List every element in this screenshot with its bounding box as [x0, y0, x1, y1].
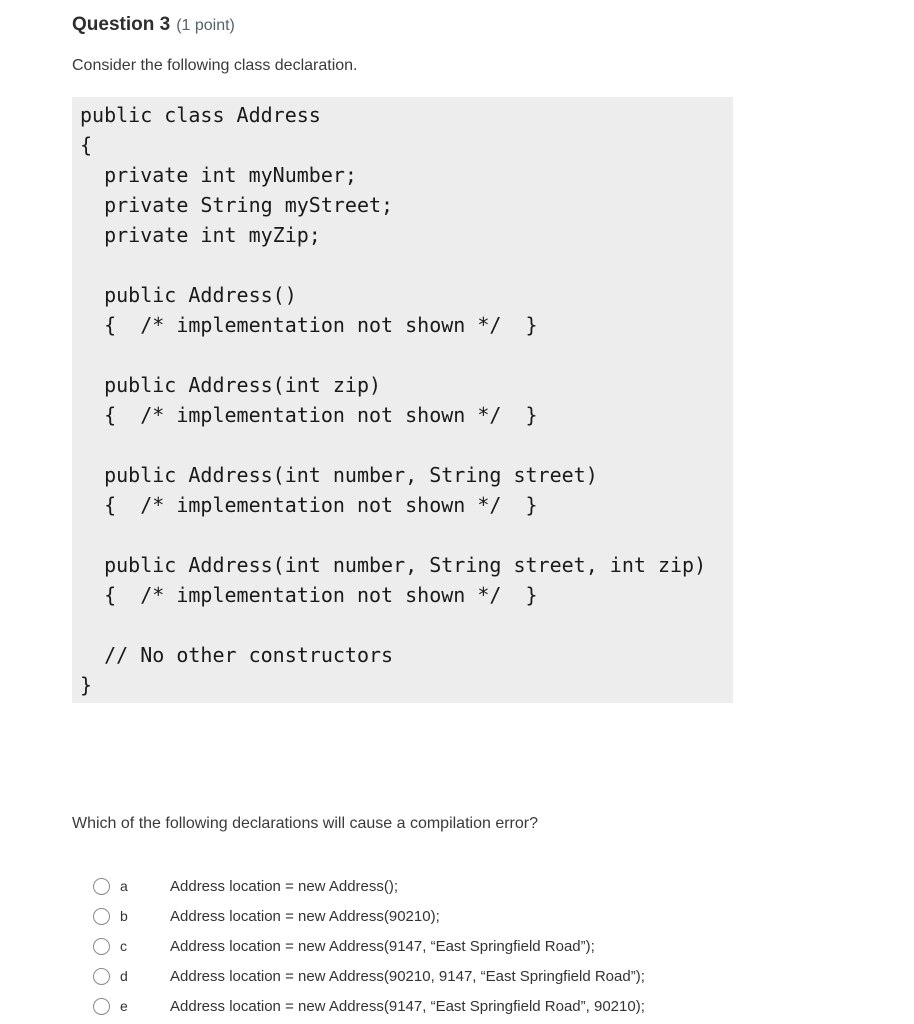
radio-button[interactable]: [93, 937, 110, 955]
question-header: Question 3 (1 point): [72, 14, 914, 36]
option-text: Address location = new Address();: [170, 877, 399, 895]
option-letter: c: [120, 938, 127, 954]
option-text: Address location = new Address(9147, “Ea…: [170, 997, 645, 1015]
option-letter: e: [120, 998, 128, 1014]
option-letter: d: [120, 968, 128, 984]
answer-option-d[interactable]: d Address location = new Address(90210, …: [72, 961, 914, 991]
radio-button[interactable]: [93, 877, 110, 895]
radio-button[interactable]: [93, 967, 110, 985]
question-title: Question 3: [72, 14, 171, 35]
answer-option-a[interactable]: a Address location = new Address();: [72, 871, 914, 901]
answer-option-b[interactable]: b Address location = new Address(90210);: [72, 901, 914, 931]
code-block: public class Address { private int myNum…: [72, 97, 733, 703]
answer-option-e[interactable]: e Address location = new Address(9147, “…: [72, 991, 914, 1021]
option-letter: b: [120, 908, 128, 924]
option-text: Address location = new Address(90210);: [170, 907, 440, 925]
radio-button[interactable]: [93, 907, 110, 925]
option-text: Address location = new Address(90210, 91…: [170, 967, 645, 985]
radio-button[interactable]: [93, 997, 110, 1015]
answer-options: a Address location = new Address(); b Ad…: [72, 871, 914, 1021]
answer-option-c[interactable]: c Address location = new Address(9147, “…: [72, 931, 914, 961]
question-intro: Consider the following class declaration…: [72, 57, 358, 74]
option-text: Address location = new Address(9147, “Ea…: [170, 937, 595, 955]
option-letter: a: [120, 878, 128, 894]
question-prompt: Which of the following declarations will…: [72, 815, 538, 832]
question-points: (1 point): [176, 17, 235, 34]
